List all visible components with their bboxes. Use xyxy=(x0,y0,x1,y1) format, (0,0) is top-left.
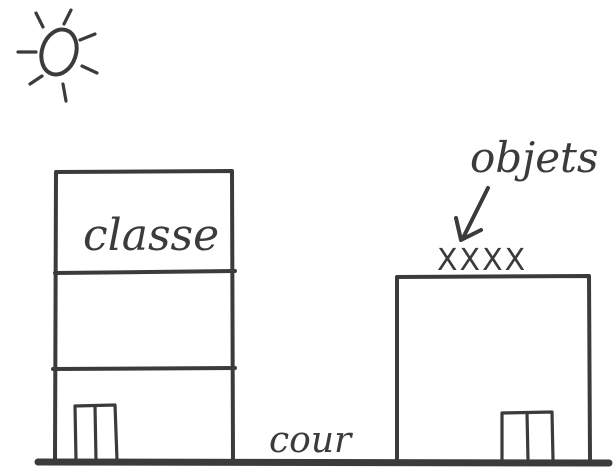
school-door xyxy=(73,403,119,462)
label-objets: objets xyxy=(470,133,598,182)
floor-line-2 xyxy=(51,366,237,371)
label-cour: cour xyxy=(269,420,353,461)
school-building xyxy=(51,169,237,462)
objects-marks: XXXX xyxy=(437,243,527,278)
floor-line-1 xyxy=(53,269,237,275)
ground-line xyxy=(34,458,613,467)
label-classe: classe xyxy=(83,210,219,261)
arrow-icon xyxy=(454,186,490,242)
storage-door xyxy=(500,410,555,462)
storage-building xyxy=(395,274,592,462)
sun-icon xyxy=(16,8,99,103)
